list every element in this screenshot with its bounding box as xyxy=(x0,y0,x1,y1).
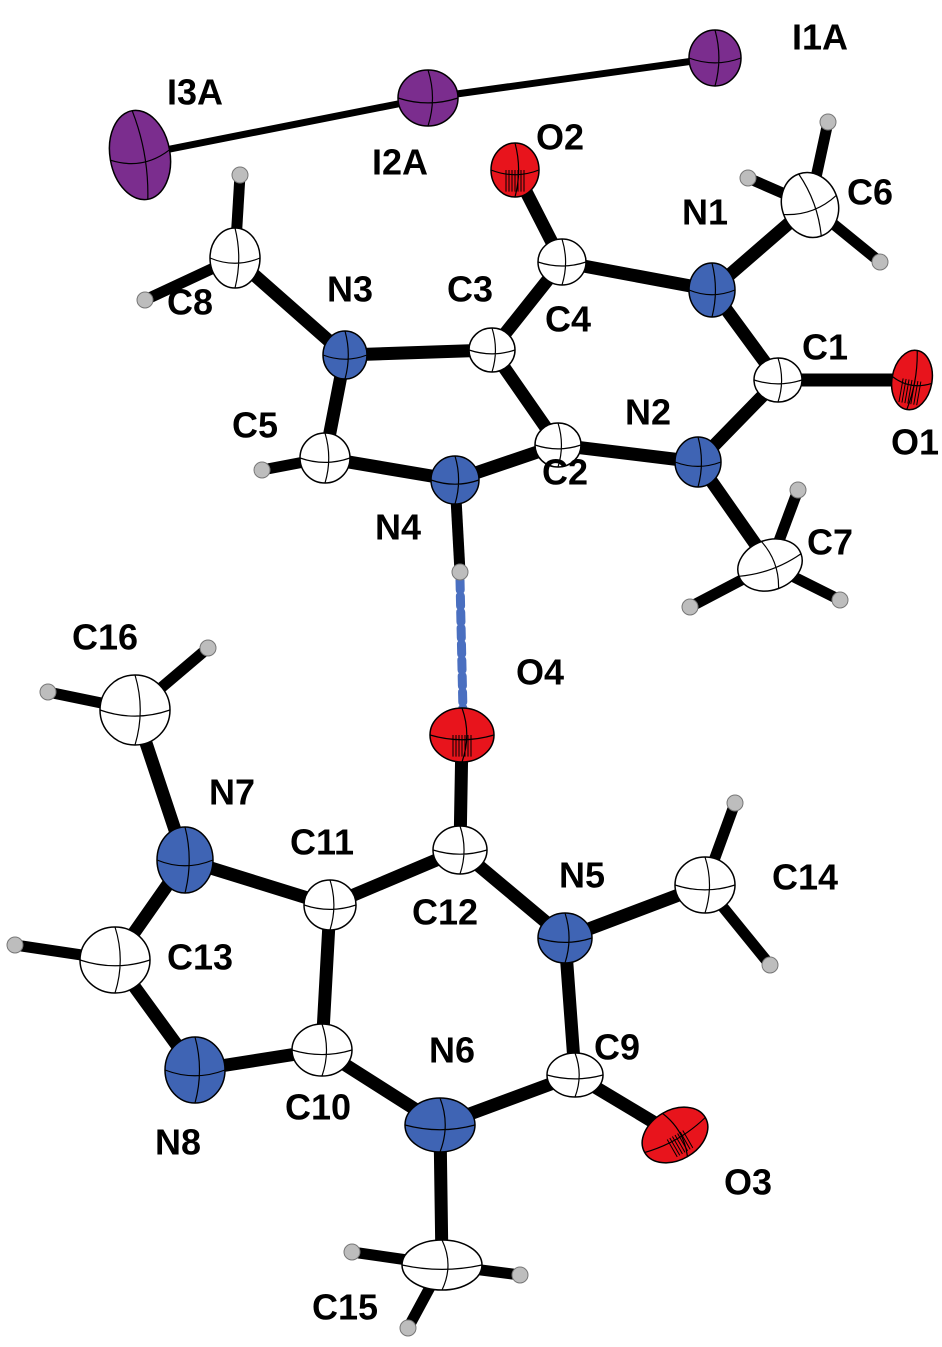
atom-O1 xyxy=(890,349,934,411)
atom-C8 xyxy=(209,227,261,289)
hydrogen-atom xyxy=(871,253,889,271)
atom-C4 xyxy=(537,238,587,286)
atom-label-N2: N2 xyxy=(625,392,671,433)
atom-label-C12: C12 xyxy=(412,892,478,933)
atom-label-C15: C15 xyxy=(312,1287,378,1328)
atom-label-C8: C8 xyxy=(167,282,213,323)
hydrogen-atom xyxy=(6,936,24,954)
atom-label-N1: N1 xyxy=(682,192,728,233)
atom-C1 xyxy=(753,357,803,403)
atom-N1 xyxy=(688,262,736,318)
atom-label-C6: C6 xyxy=(847,172,893,213)
hydrogen-atom xyxy=(451,563,469,581)
atom-I2A xyxy=(397,69,459,127)
atom-N4 xyxy=(430,455,480,505)
hydrogen-atom xyxy=(39,683,57,701)
hydrogen-bond-N4-O4 xyxy=(455,575,468,717)
atom-C13 xyxy=(79,926,151,994)
atom-label-C10: C10 xyxy=(285,1087,351,1128)
hydrogen-atom xyxy=(761,956,779,974)
atom-N2 xyxy=(674,436,722,488)
atom-O2 xyxy=(490,142,540,198)
atom-label-C14: C14 xyxy=(772,857,838,898)
atom-label-C4: C4 xyxy=(545,299,591,340)
atom-label-C5: C5 xyxy=(232,405,278,446)
atom-N6 xyxy=(404,1097,476,1153)
hydrogen-atom xyxy=(231,166,249,184)
hydrogen-atom xyxy=(199,639,217,657)
atom-label-O3: O3 xyxy=(724,1162,772,1203)
atom-N3 xyxy=(322,330,368,380)
atom-label-I2A: I2A xyxy=(372,142,428,183)
atom-label-I1A: I1A xyxy=(792,17,848,58)
atom-O4 xyxy=(429,707,495,763)
atom-I1A xyxy=(688,29,742,87)
atom-C7 xyxy=(737,538,803,592)
atom-label-N4: N4 xyxy=(375,507,421,548)
hydrogen-atom xyxy=(681,598,699,616)
hydrogen-atom xyxy=(726,794,744,812)
atom-C5 xyxy=(299,432,351,484)
atom-label-C7: C7 xyxy=(807,522,853,563)
atom-C15 xyxy=(401,1239,483,1291)
hydrogen-atom xyxy=(831,591,849,609)
atom-label-N5: N5 xyxy=(559,855,605,896)
atom-C16 xyxy=(99,674,171,746)
atom-N5 xyxy=(537,912,593,964)
atom-label-C3: C3 xyxy=(447,269,493,310)
hydrogen-atom xyxy=(819,113,837,131)
atom-label-I3A: I3A xyxy=(167,72,223,113)
atom-O3 xyxy=(641,1106,709,1164)
atom-N7 xyxy=(156,826,214,894)
atom-label-C1: C1 xyxy=(802,327,848,368)
atom-label-C13: C13 xyxy=(167,937,233,978)
hydrogen-atom xyxy=(511,1266,529,1284)
hydrogen-atom xyxy=(136,291,154,309)
atom-label-O1: O1 xyxy=(891,422,939,463)
atom-C6 xyxy=(780,171,840,239)
bond-I1A-I2A xyxy=(424,54,719,102)
atom-C10 xyxy=(291,1023,353,1077)
atom-label-N6: N6 xyxy=(429,1030,475,1071)
atom-label-N3: N3 xyxy=(327,269,373,310)
atom-label-N8: N8 xyxy=(155,1122,201,1163)
bond-C4-N1 xyxy=(555,255,719,297)
hydrogen-atom xyxy=(399,1319,417,1337)
atom-C3 xyxy=(468,327,516,373)
atom-C2 xyxy=(534,422,582,468)
atom-label-C16: C16 xyxy=(72,617,138,658)
atom-C9 xyxy=(546,1052,604,1098)
atom-label-O2: O2 xyxy=(536,117,584,158)
hydrogen-atom xyxy=(253,461,271,479)
hydrogen-atom xyxy=(739,169,757,187)
atom-label-N7: N7 xyxy=(209,772,255,813)
hydrogen-atom xyxy=(343,1243,361,1261)
atom-I3A xyxy=(108,109,172,201)
atom-label-C9: C9 xyxy=(594,1027,640,1068)
hydrogen-atom xyxy=(789,481,807,499)
atom-N8 xyxy=(164,1036,226,1104)
bond-I2A-I3A xyxy=(136,94,432,159)
atom-label-C2: C2 xyxy=(542,452,588,493)
bond-C3-N3 xyxy=(338,343,499,362)
atom-label-O4: O4 xyxy=(516,652,564,693)
atom-C12 xyxy=(432,825,488,875)
atom-C14 xyxy=(674,856,736,914)
atom-label-C11: C11 xyxy=(290,822,354,863)
atom-C11 xyxy=(303,879,357,931)
